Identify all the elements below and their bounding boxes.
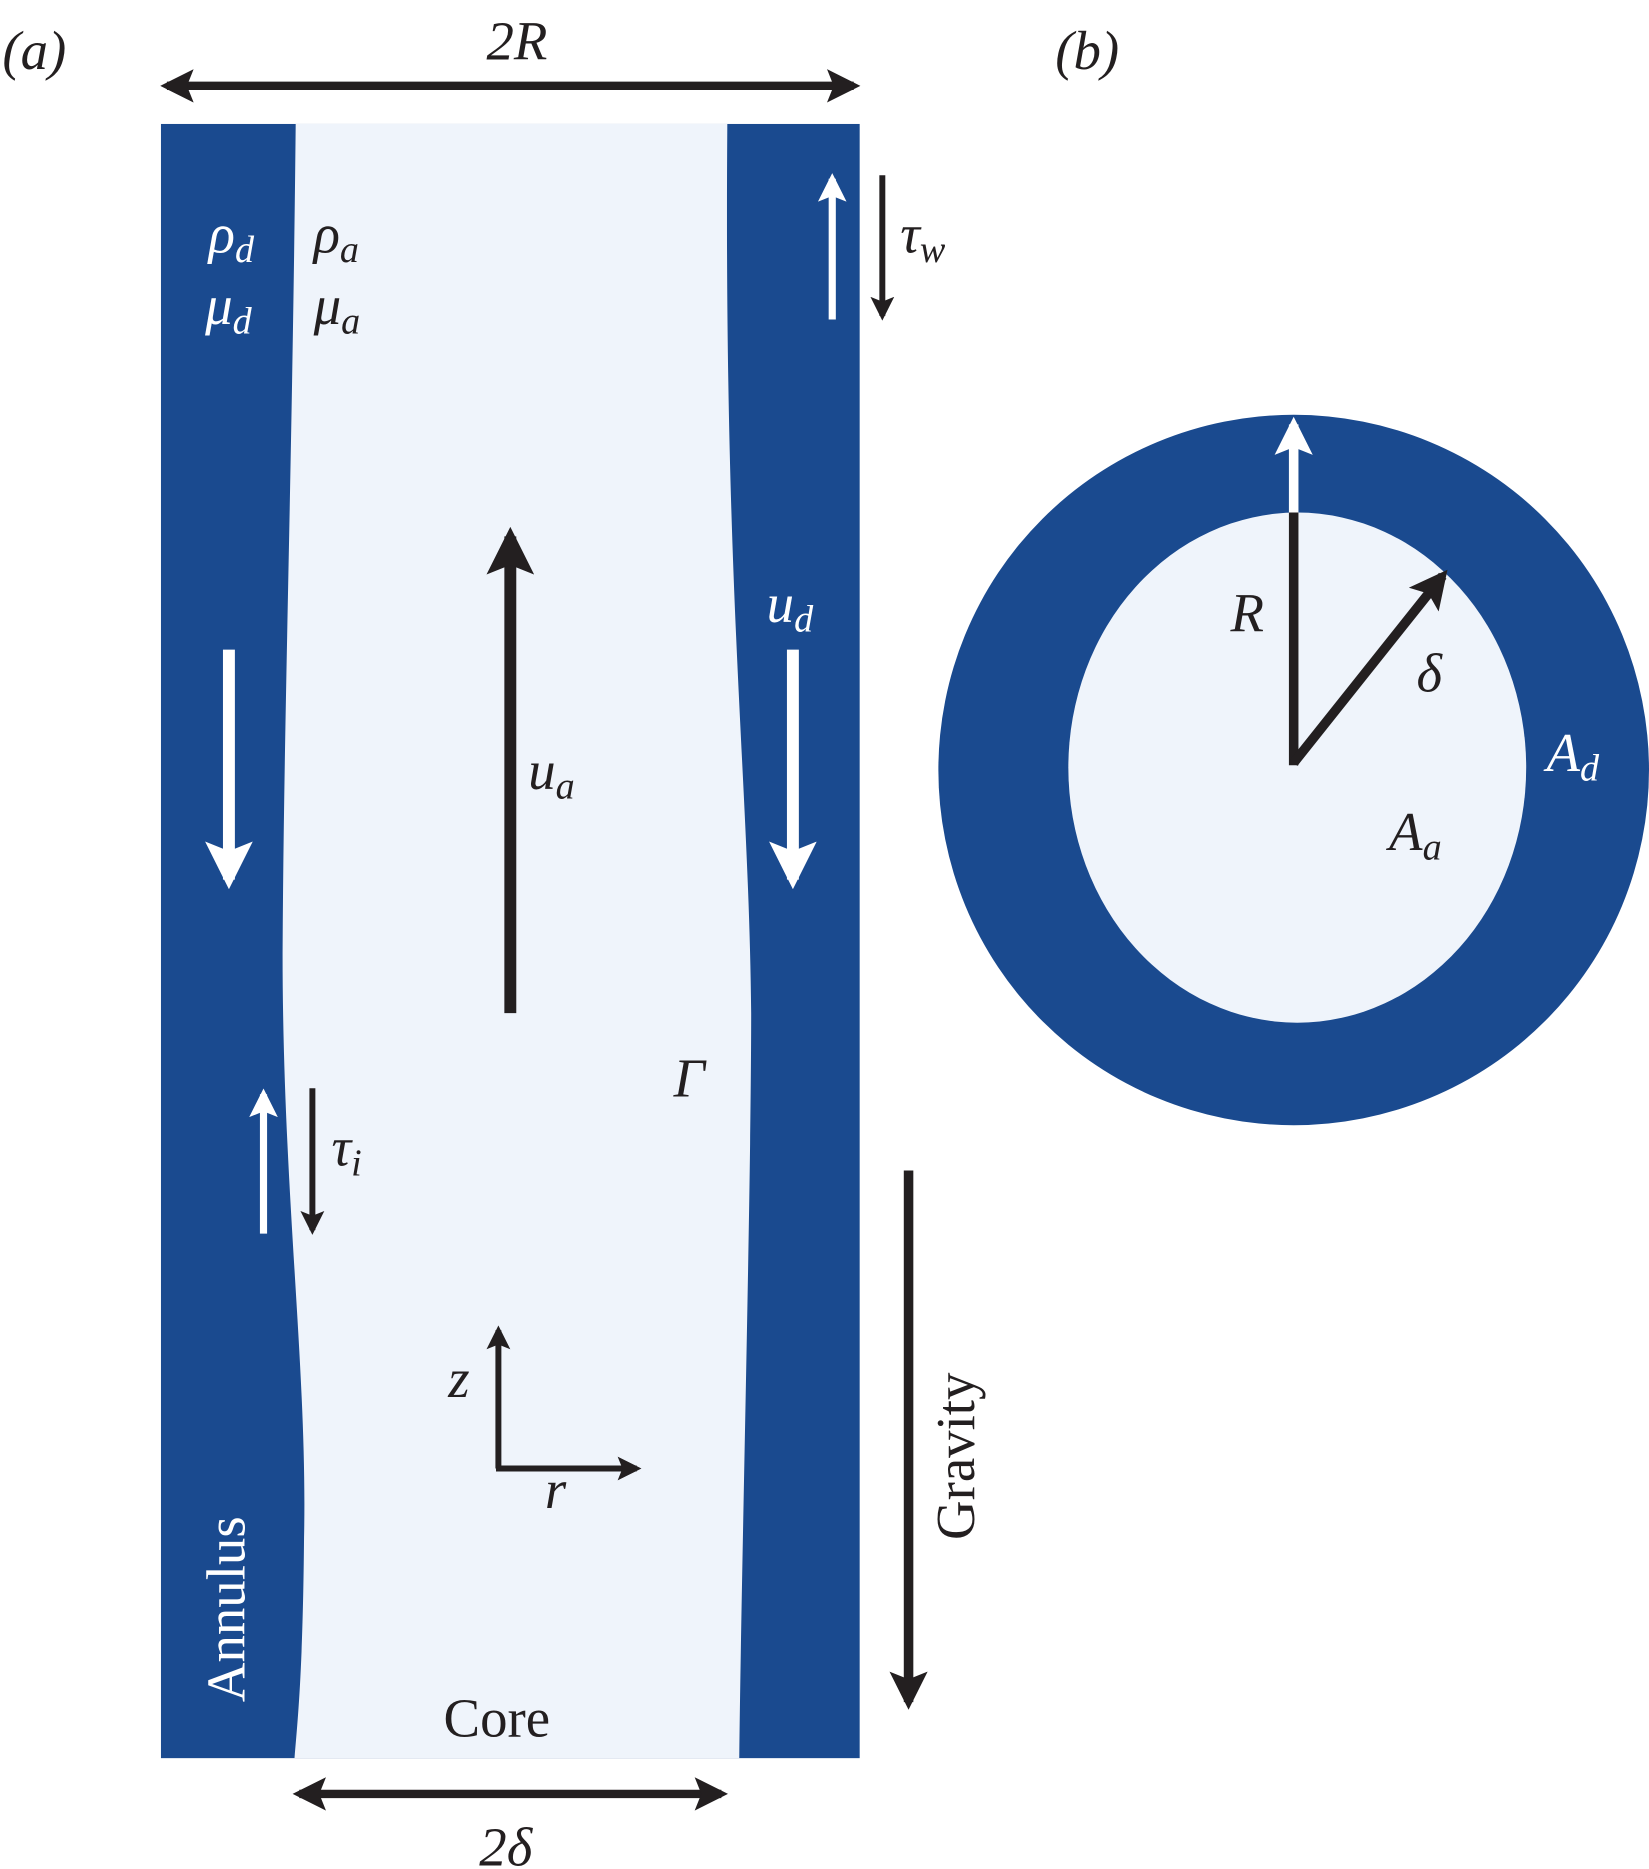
- annulus-label: Annulus: [195, 1516, 256, 1702]
- tau-w-label: τw: [900, 204, 946, 272]
- z-axis-label: z: [447, 1348, 469, 1409]
- tau-i-label: τi: [331, 1117, 361, 1185]
- panel-b-label: (b): [1055, 20, 1119, 81]
- u-a-label: ua: [528, 740, 574, 808]
- pipe-width-label: 2R: [486, 11, 547, 72]
- core-radius-label: δ: [1416, 642, 1443, 703]
- panel-a-label: (a): [2, 20, 66, 81]
- A-d-label: Ad: [1543, 722, 1600, 790]
- rho-d-label: ρd: [207, 204, 255, 272]
- core-radius-arrow: [1289, 569, 1448, 766]
- mu-d-label: μd: [204, 275, 253, 343]
- u-d-label: ud: [767, 573, 814, 641]
- rho-a-label: ρa: [312, 204, 359, 272]
- mu-a-label: μa: [313, 275, 361, 343]
- core-width-label: 2δ: [479, 1816, 533, 1869]
- r-axis-label: r: [545, 1459, 567, 1520]
- core-cross-section: [1068, 512, 1527, 1023]
- core-label: Core: [444, 1688, 551, 1749]
- core-region: [282, 123, 752, 1759]
- A-a-label: Aa: [1386, 801, 1442, 869]
- radius-label: R: [1229, 583, 1264, 644]
- interface-label: Γ: [673, 1048, 707, 1109]
- gravity-label: Gravity: [925, 1372, 986, 1540]
